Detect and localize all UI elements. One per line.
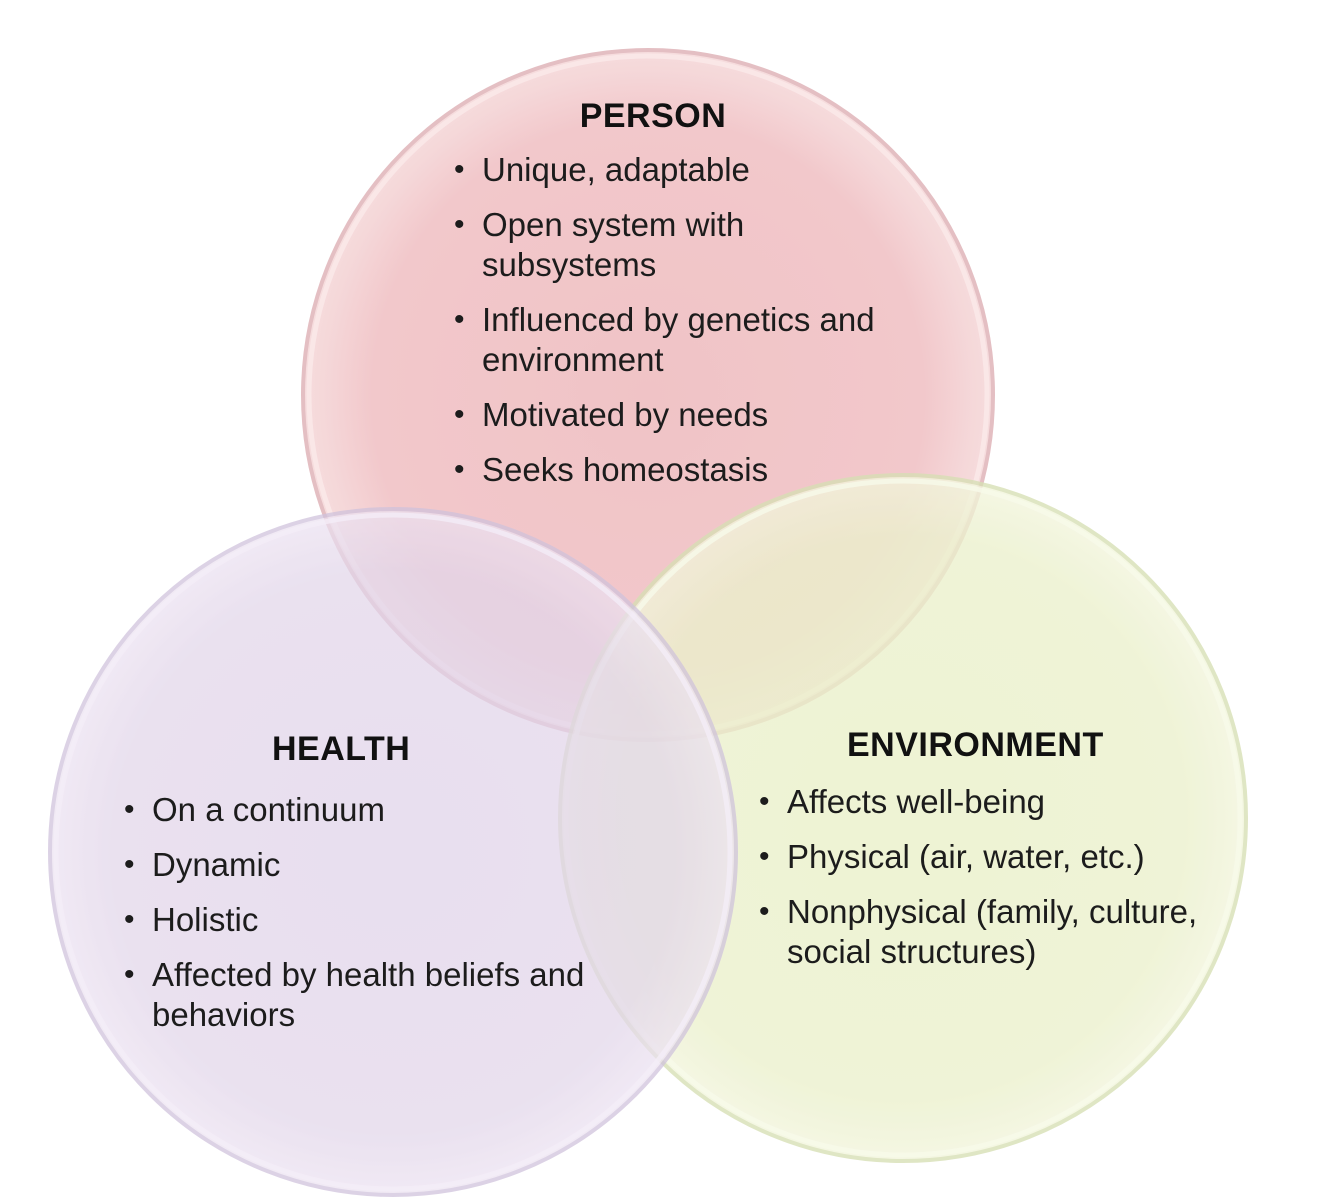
- health-item: •Dynamic: [124, 846, 281, 883]
- person-section: PERSON •Unique, adaptable •Open system w…: [452, 97, 912, 505]
- health-item: •On a continuum: [124, 791, 385, 828]
- bullet-icon: •: [454, 153, 465, 186]
- bullet-icon: •: [759, 840, 770, 873]
- health-item: •Affected by health beliefs and behavior…: [124, 956, 585, 1033]
- bullet-icon: •: [124, 958, 135, 991]
- person-item: •Open system with subsystems: [454, 206, 745, 283]
- bullet-icon: •: [124, 903, 135, 936]
- bullet-icon: •: [759, 895, 770, 928]
- bullet-icon: •: [454, 453, 465, 486]
- health-item: •Holistic: [124, 901, 259, 938]
- person-item: •Motivated by needs: [454, 396, 769, 433]
- health-circle: [48, 507, 738, 1197]
- health-list: •On a continuum •Dynamic •Holistic •Affe…: [122, 790, 592, 1050]
- environment-title: ENVIRONMENT: [847, 726, 1104, 764]
- bullet-icon: •: [124, 793, 135, 826]
- environment-item: •Affects well-being: [759, 783, 1046, 820]
- bullet-icon: •: [454, 398, 465, 431]
- person-title: PERSON: [579, 97, 727, 135]
- person-item: •Seeks homeostasis: [454, 451, 769, 488]
- health-title: HEALTH: [272, 730, 411, 768]
- person-item: •Influenced by genetics and environment: [454, 301, 875, 378]
- bullet-icon: •: [454, 208, 465, 241]
- person-item: •Unique, adaptable: [454, 151, 750, 188]
- health-circle-rim: [53, 512, 733, 1192]
- environment-list: •Affects well-being •Physical (air, wate…: [757, 782, 1227, 987]
- environment-item: •Nonphysical (family, culture, social st…: [759, 893, 1198, 970]
- bullet-icon: •: [454, 303, 465, 336]
- environment-item: •Physical (air, water, etc.): [759, 838, 1145, 875]
- bullet-icon: •: [759, 785, 770, 818]
- person-list: •Unique, adaptable •Open system with sub…: [452, 150, 912, 490]
- bullet-icon: •: [124, 848, 135, 881]
